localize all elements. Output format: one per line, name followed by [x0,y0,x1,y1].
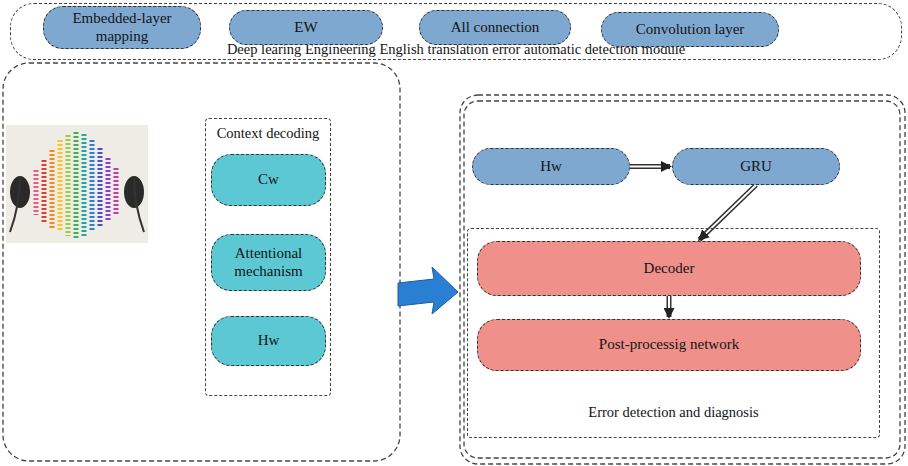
right-region-inner [464,101,900,458]
process-pill: Cw [211,154,326,206]
box-label: Cw [258,171,279,188]
region-heading: Context decoding [206,125,330,142]
headphone-cord [10,176,20,232]
arrow-inner [668,296,670,308]
process-pill: Post-processig network [477,319,861,371]
arrow-inner [630,166,661,168]
region-heading: Error detection and diagnosis [468,404,879,421]
process-pill: Decoder [477,241,861,296]
box-label: Attentional mechanism [222,245,315,280]
box-label: Embedded-layer mapping [54,10,190,45]
process-pill: Embedded-layer mapping [43,6,201,49]
box-label: Hw [540,158,562,175]
flow-arrow [698,185,756,241]
process-pill: Hw [472,148,630,185]
flow-arrow [669,296,670,319]
process-pill: Attentional mechanism [211,234,326,291]
group-region: Error detection and diagnosis DecoderPost… [467,228,880,438]
block-arrow [398,267,458,314]
headphone-cord [134,176,144,232]
arrow-head [698,185,756,241]
arrow-outer [667,296,672,317]
box-label: GRU [740,158,772,175]
illustration-ground [6,125,148,243]
process-pill: GRU [672,148,840,185]
group-region: Context decodingCwAttentional mechanismH… [205,118,331,396]
group-region: Deep learing Engineering English transla… [10,3,902,60]
box-label: Convolution layer [636,21,745,38]
process-pill: Convolution layer [601,12,779,47]
right-region [460,95,905,464]
arrow-outer [630,164,670,169]
box-label: Post-processig network [599,336,739,353]
flow-arrow [630,166,672,167]
box-label: All connection [451,19,540,36]
arrow-outer [699,185,756,240]
box-label: Decoder [644,260,695,277]
process-pill: Hw [211,316,326,366]
box-label: EW [294,19,317,36]
box-label: Hw [258,332,280,349]
arrow-head [669,296,670,319]
left-region [3,63,400,461]
arrow-head [630,166,672,167]
process-pill: All connection [419,10,571,45]
audio-illustration [6,125,148,243]
process-pill: EW [229,10,383,45]
sound-bars [36,132,116,238]
arrow-inner [706,185,756,233]
